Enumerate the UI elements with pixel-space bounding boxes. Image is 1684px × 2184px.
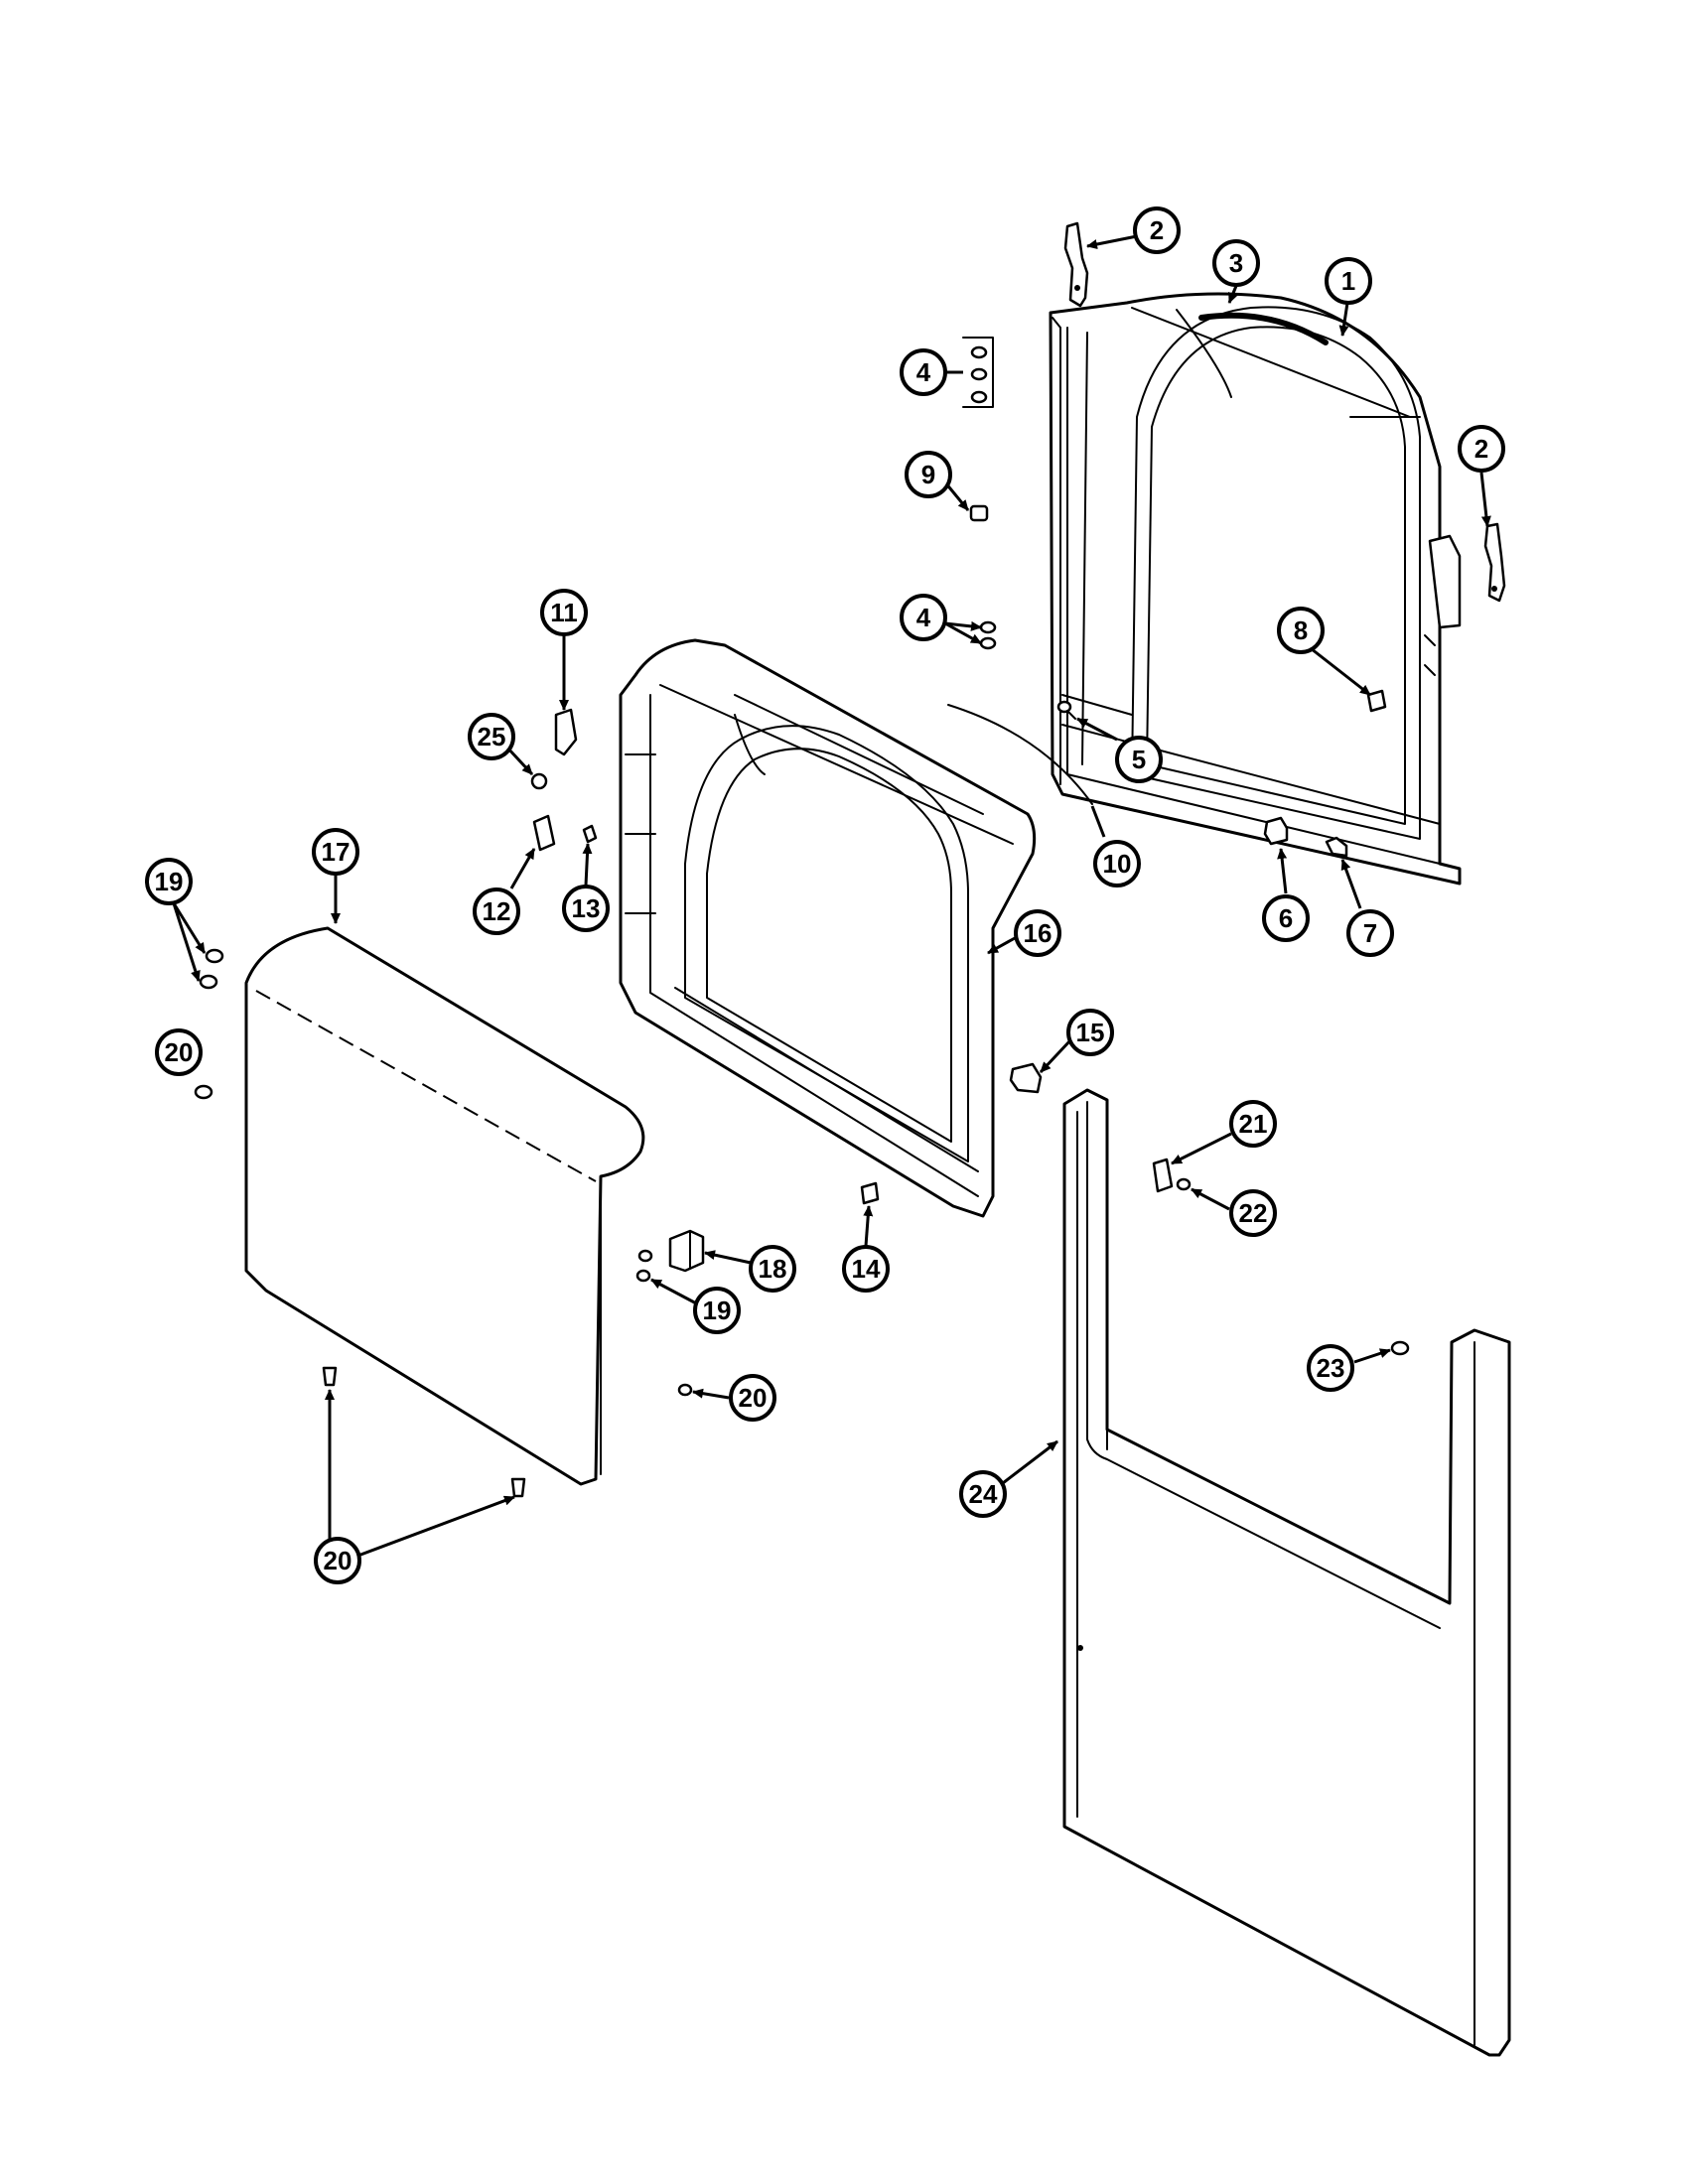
svg-text:19: 19 — [703, 1296, 732, 1325]
callout-5: 5 — [1115, 736, 1163, 783]
clip-part-9 — [969, 504, 989, 522]
part-13 — [582, 824, 598, 844]
callout-19-mid: 19 — [693, 1287, 741, 1334]
screw-20b — [322, 1366, 338, 1387]
callout-7: 7 — [1346, 909, 1394, 957]
callout-22: 22 — [1229, 1189, 1277, 1237]
callout-4-top: 4 — [900, 348, 947, 396]
svg-text:8: 8 — [1294, 615, 1308, 645]
svg-text:7: 7 — [1363, 918, 1377, 948]
part-8 — [1366, 689, 1387, 713]
svg-text:5: 5 — [1132, 745, 1146, 774]
bracket-right — [1483, 522, 1506, 603]
screw-19a — [205, 948, 224, 964]
screw-19b — [199, 974, 218, 990]
callout-25: 25 — [468, 713, 515, 760]
part-21 — [1152, 1158, 1174, 1193]
part-7 — [1325, 836, 1348, 858]
svg-text:2: 2 — [1474, 434, 1488, 464]
drum-seal — [1198, 312, 1329, 345]
svg-text:1: 1 — [1341, 266, 1355, 296]
svg-text:25: 25 — [478, 722, 506, 751]
seal-arc — [947, 704, 1093, 805]
svg-text:4: 4 — [916, 603, 931, 632]
callout-23: 23 — [1307, 1344, 1354, 1392]
callout-20-bottom: 20 — [314, 1537, 361, 1584]
svg-text:20: 20 — [324, 1546, 352, 1575]
screw-20d — [677, 1383, 693, 1397]
callout-18: 18 — [749, 1245, 796, 1293]
screw-23 — [1390, 1340, 1410, 1356]
screw-20c — [510, 1477, 526, 1498]
part-14 — [860, 1181, 880, 1205]
callout-3: 3 — [1212, 239, 1260, 287]
bracket-left — [1063, 221, 1089, 308]
callout-8: 8 — [1277, 607, 1325, 654]
svg-text:9: 9 — [921, 460, 935, 489]
screw-20a — [194, 1084, 213, 1100]
part-25 — [530, 772, 548, 790]
screw-22 — [1176, 1177, 1192, 1191]
svg-text:13: 13 — [572, 893, 601, 923]
svg-text:16: 16 — [1024, 918, 1052, 948]
callout-19-left: 19 — [145, 858, 193, 905]
svg-text:2: 2 — [1150, 215, 1164, 245]
screw-pair — [979, 620, 997, 650]
callout-10: 10 — [1093, 840, 1141, 887]
svg-text:15: 15 — [1076, 1018, 1105, 1047]
callout-16: 16 — [1014, 909, 1061, 957]
callout-20-left: 20 — [155, 1028, 203, 1076]
svg-text:22: 22 — [1239, 1198, 1268, 1228]
svg-text:20: 20 — [739, 1383, 768, 1413]
part-6 — [1263, 816, 1289, 846]
callout-2-top: 2 — [1133, 206, 1181, 254]
callout-15: 15 — [1066, 1009, 1114, 1056]
lower-front-panel — [1062, 1088, 1511, 2057]
svg-text:20: 20 — [165, 1037, 194, 1067]
svg-text:24: 24 — [969, 1479, 998, 1509]
front-bulkhead — [619, 638, 1037, 1218]
callout-20-mid: 20 — [729, 1374, 776, 1422]
svg-text:11: 11 — [550, 598, 578, 627]
svg-text:3: 3 — [1229, 248, 1243, 278]
door-panel — [244, 926, 645, 1486]
callout-14: 14 — [842, 1245, 890, 1293]
svg-text:19: 19 — [155, 867, 184, 896]
callout-12: 12 — [473, 887, 520, 935]
callout-11: 11 — [540, 589, 588, 636]
part-15 — [1009, 1062, 1043, 1094]
svg-text:14: 14 — [852, 1254, 881, 1284]
part-12 — [532, 814, 556, 852]
callout-1: 1 — [1325, 257, 1372, 305]
callout-24: 24 — [959, 1470, 1007, 1518]
screw-part-5 — [1056, 700, 1076, 720]
svg-text:21: 21 — [1239, 1109, 1268, 1139]
callout-2-right: 2 — [1458, 425, 1505, 473]
svg-text:6: 6 — [1279, 903, 1293, 933]
callout-13: 13 — [562, 885, 610, 932]
svg-text:10: 10 — [1103, 849, 1132, 879]
svg-text:18: 18 — [759, 1254, 787, 1284]
callout-21: 21 — [1229, 1100, 1277, 1148]
callout-17: 17 — [312, 828, 359, 876]
callout-6: 6 — [1262, 894, 1310, 942]
screw-19c — [637, 1249, 653, 1263]
door-hinge — [668, 1229, 705, 1273]
screw-19d — [635, 1269, 651, 1283]
svg-text:4: 4 — [916, 357, 931, 387]
callout-4-mid: 4 — [900, 594, 947, 641]
svg-text:12: 12 — [483, 896, 511, 926]
leader-lines — [172, 234, 1491, 1559]
bulkhead-panel — [1049, 292, 1462, 886]
svg-text:17: 17 — [322, 837, 351, 867]
svg-text:23: 23 — [1317, 1353, 1345, 1383]
part-11 — [554, 708, 578, 756]
screw-set-top — [962, 337, 994, 408]
callout-9: 9 — [905, 451, 952, 498]
